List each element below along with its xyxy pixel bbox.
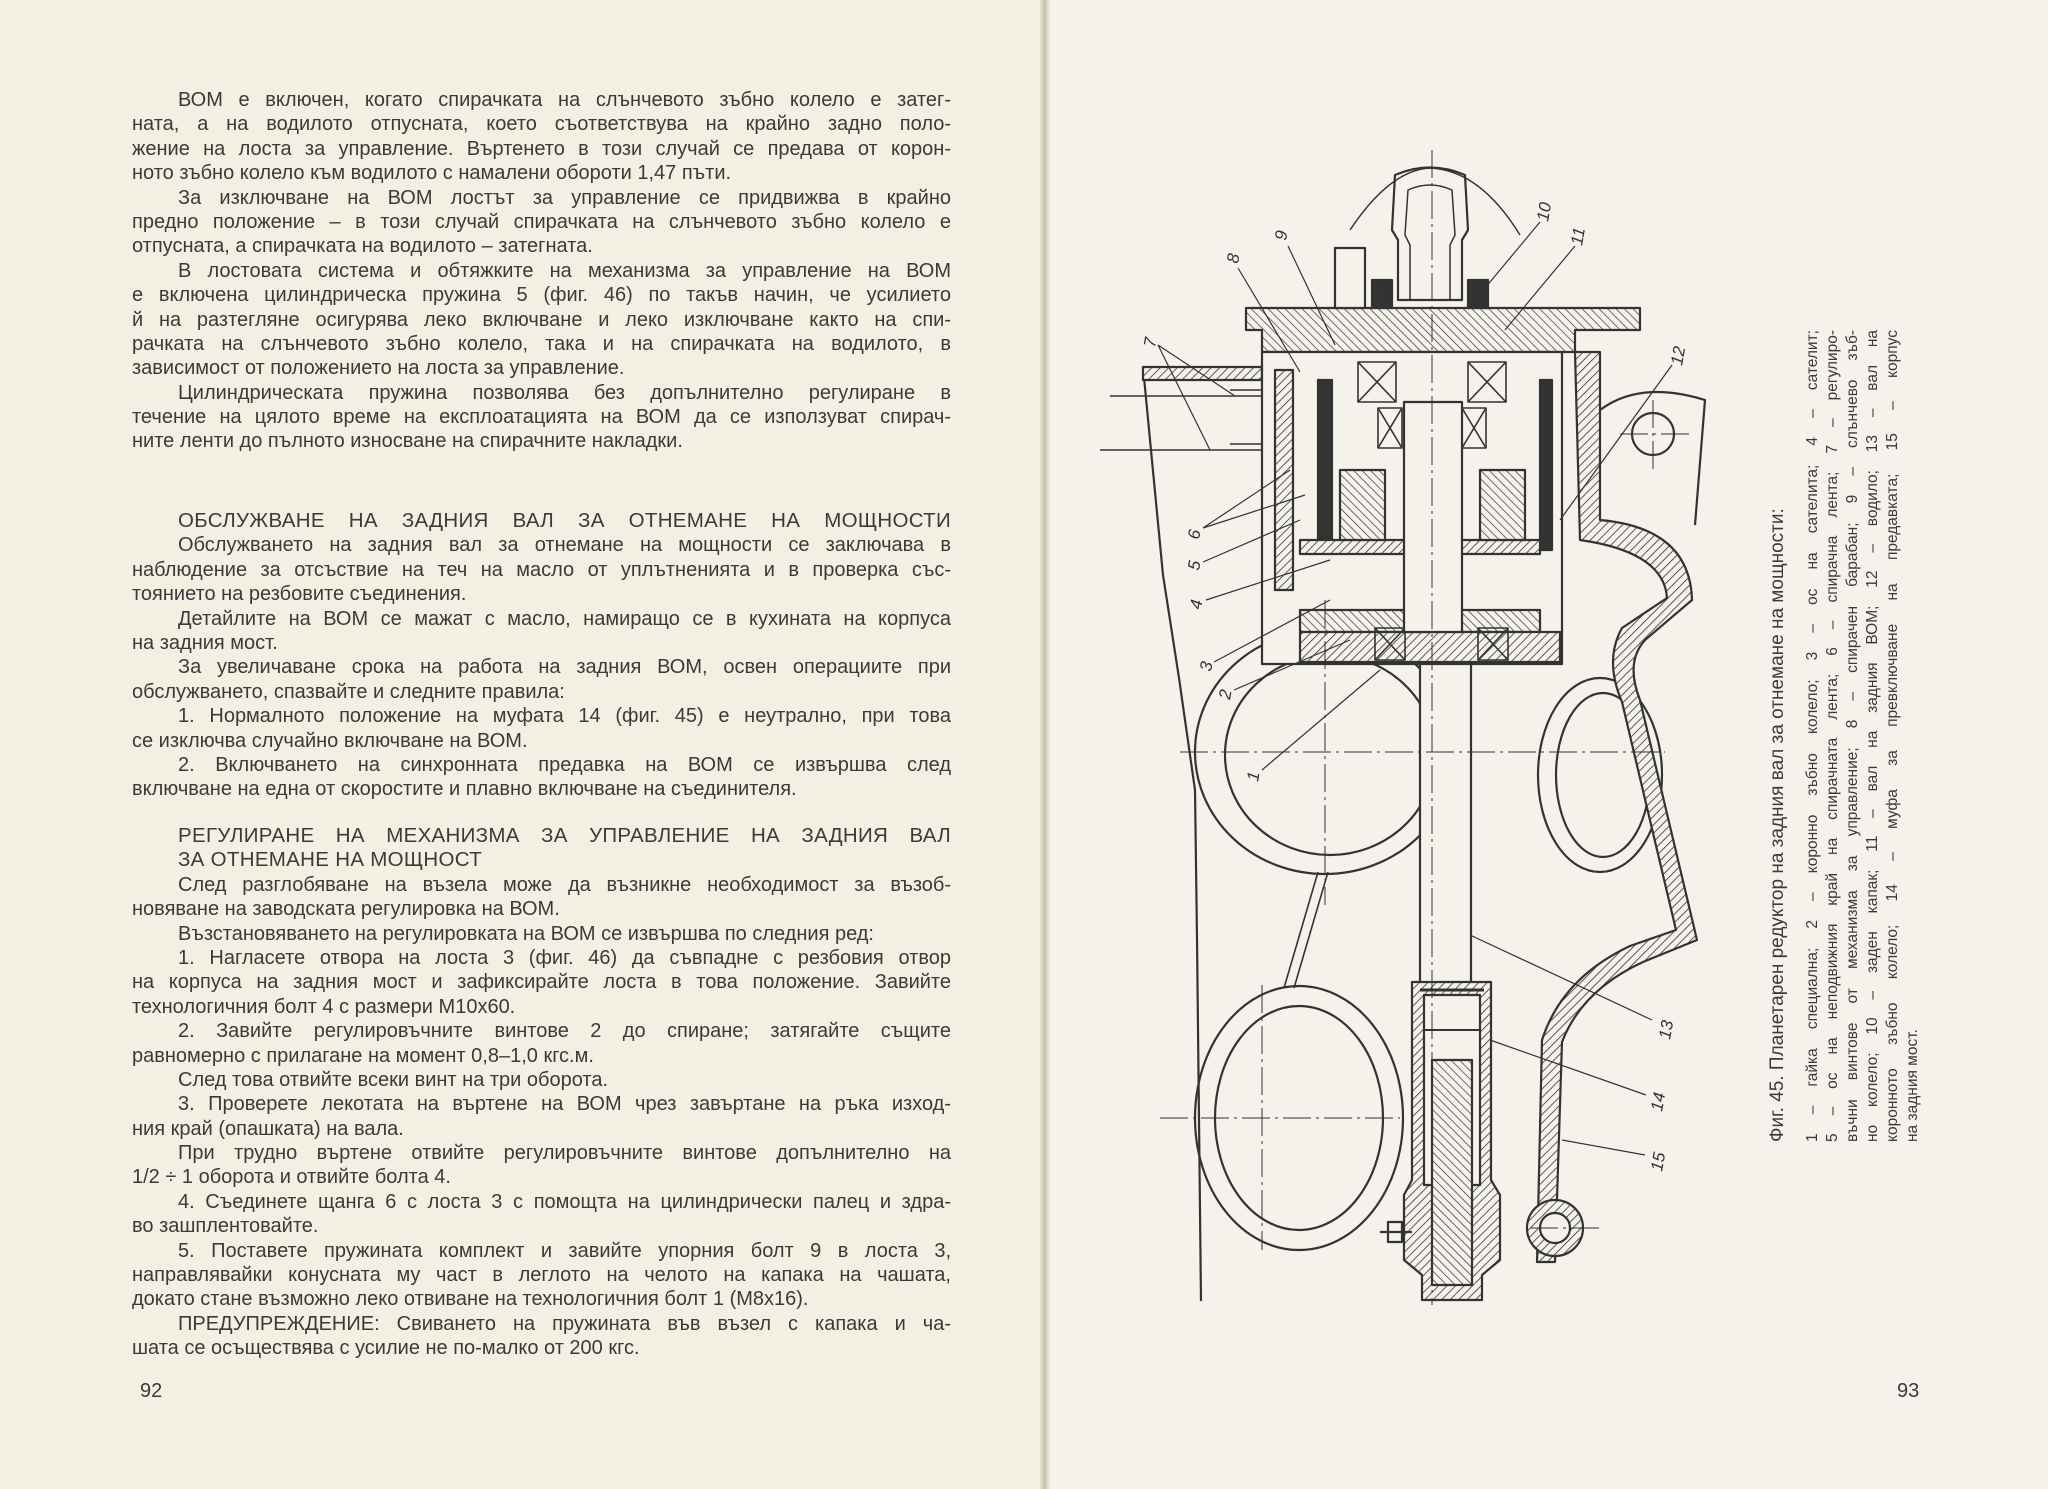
housing-right-wall xyxy=(1535,350,1699,1264)
paragraph-line: ния край (опашката) на вала. xyxy=(132,1117,404,1140)
figure-label-11: 11 xyxy=(1567,226,1589,247)
paragraph-line: предно положение – в този случай спирачк… xyxy=(132,210,951,233)
paragraph-line: технологичния болт 4 с размери М10х60. xyxy=(132,995,516,1018)
section-heading: ОБСЛУЖВАНЕ НА ЗАДНИЯ ВАЛ ЗА ОТНЕМАНЕ НА … xyxy=(178,509,951,532)
paragraph-line: докато стане възможно леко отвиване на т… xyxy=(132,1288,809,1311)
housing-left-outline xyxy=(1141,366,1203,1302)
leader-lines xyxy=(1157,221,1673,1156)
section-adjust: РЕГУЛИРАНЕ НА МЕХАНИЗМА ЗА УПРАВЛЕНИЕ НА… xyxy=(132,824,951,1361)
paragraph-line: ПРЕДУПРЕЖДЕНИЕ: Свиването на пружината в… xyxy=(178,1312,951,1335)
paragraph-line: обслужването, спазвайте и следните прави… xyxy=(132,680,565,703)
paragraph-line: наблюдение за отсъствие на теч на масло … xyxy=(132,558,951,581)
shift-coupling-housing xyxy=(1380,980,1502,1302)
paragraph-line: 1/2 ÷ 1 оборота и отвийте болта 4. xyxy=(132,1166,451,1189)
paragraph-line: Възстановяването на регулировката на ВОМ… xyxy=(178,922,874,945)
section-heading: ЗА ОТНЕМАНЕ НА МОЩНОСТ xyxy=(178,848,483,872)
paragraph-line: течение на цялото време на експлоатацият… xyxy=(132,406,951,429)
page-number-left: 92 xyxy=(140,1380,163,1402)
output-shaft-cap xyxy=(1390,166,1470,302)
figure-label-6: 6 xyxy=(1184,528,1204,541)
paragraph-line: 1. Нормалното положение на муфата 14 (фи… xyxy=(178,705,951,728)
paragraph-line: ното зъбно колело към водилото с намален… xyxy=(132,162,732,185)
ring-gear-shaft xyxy=(1402,400,1464,634)
paragraph-line: След разглобяване на възела може да възн… xyxy=(178,873,951,896)
housing-right-boss xyxy=(1599,390,1707,526)
housing-top-flange xyxy=(1141,365,1264,382)
figure-label-12: 12 xyxy=(1667,344,1689,366)
paragraph-line: отпусната, а спирачката на водилото – за… xyxy=(132,235,593,258)
figure-label-9: 9 xyxy=(1271,229,1291,242)
paragraph-line: равномерно с прилагане на момент 0,8–1,0… xyxy=(132,1044,594,1067)
figure-labels: 1 2 3 4 5 6 7 8 9 10 11 12 13 14 15 xyxy=(1140,200,1689,1172)
figure-label-5: 5 xyxy=(1184,559,1204,572)
caption-line: 5 – ос на неподвижния край на спирачната… xyxy=(1824,330,1841,1142)
paragraph-line: жение на лоста за управление. Въртенето … xyxy=(132,137,951,160)
paragraph-line: на корпуса на задния мост и зафиксирайте… xyxy=(132,971,951,994)
figure-label-2: 2 xyxy=(1215,688,1236,702)
book-gutter xyxy=(1040,0,1050,1489)
paragraph-line: ните ленти до пълното износване на спира… xyxy=(132,430,683,453)
paragraph-line: на задния мост. xyxy=(132,631,278,654)
paragraph-line: 5. Поставете пружината комплект и завийт… xyxy=(178,1239,951,1262)
paragraph-line: ната, а на водилото отпусната, което съо… xyxy=(132,113,951,136)
paragraph-line: Обслужването на задния вал за отнемане н… xyxy=(178,534,951,557)
paragraph-line: се изключва случайно включване на ВОМ. xyxy=(132,729,528,752)
section-intro: ВОМ е включен, когато спирачката на слън… xyxy=(132,88,951,454)
caption-line: коронното зъбно колело; 14 – муфа за пре… xyxy=(1884,330,1901,1142)
paragraph-line: 2. Завийте регулировъчните винтове 2 до … xyxy=(178,1020,951,1043)
rear-cover-flange xyxy=(1244,306,1642,354)
paragraph-line: тоянието на резбовите съединения. xyxy=(132,583,467,606)
caption-line: но колело; 10 – заден капак; 11 – вал на… xyxy=(1864,330,1881,1142)
caption-line: въчни винтове от механизма за управление… xyxy=(1844,330,1861,1142)
section-service: ОБСЛУЖВАНЕ НА ЗАДНИЯ ВАЛ ЗА ОТНЕМАНЕ НА … xyxy=(132,509,951,802)
paragraph-line: во зашплентовайте. xyxy=(132,1215,319,1238)
paragraph-line: При трудно въртене отвийте регулировъчни… xyxy=(178,1142,951,1165)
figure-label-8: 8 xyxy=(1223,252,1243,265)
figure-label-13: 13 xyxy=(1655,1018,1677,1040)
paragraph-line: Детайлите на ВОМ се мажат с масло, намир… xyxy=(178,607,951,630)
paragraph-line: За увеличаване срока на работа на задния… xyxy=(178,656,951,679)
paragraph-line: 1. Нагласете отвора на лоста 3 (фиг. 46)… xyxy=(178,946,951,969)
figure-caption: Фиг. 45. Планетарен редуктор на задния в… xyxy=(1765,330,1923,1142)
figure-caption-legend: 1 – гайка специална; 2 – коронно зъбно к… xyxy=(1803,330,1923,1142)
paragraph-line: новяване на заводската регулировка на ВО… xyxy=(132,898,560,921)
paragraph-line: зависимост от положението на лоста за уп… xyxy=(132,357,625,380)
paragraph-line: ВОМ е включен, когато спирачката на слън… xyxy=(178,89,951,111)
adjusting-screws xyxy=(1100,389,1262,451)
figure-label-4: 4 xyxy=(1186,598,1206,611)
paragraph-line: 2. Включването на синхронната предавка н… xyxy=(178,753,951,776)
paragraph-line: 4. Съединете щанга 6 с лоста 3 с помощта… xyxy=(178,1190,951,1213)
paragraph-line: Цилиндрическата пружина позволява без до… xyxy=(178,381,951,404)
paragraph-line: рачката на слънчевото зъбно колело, така… xyxy=(132,332,951,355)
left-page: ВОМ е включен, когато спирачката на слън… xyxy=(132,88,951,1402)
figure-label-3: 3 xyxy=(1196,660,1216,673)
figure-label-10: 10 xyxy=(1533,200,1555,222)
bearings xyxy=(1357,361,1509,661)
paragraph-line: й на разтегляне осигурява леко включване… xyxy=(132,308,951,331)
paragraph-line: За изключване на ВОМ лостът за управлени… xyxy=(178,186,951,209)
paragraph-line: 3. Проверете лекотата на въртене на ВОМ … xyxy=(178,1093,951,1116)
paragraph-line: е включена цилиндрическа пружина 5 (фиг.… xyxy=(132,284,951,307)
figure-label-1: 1 xyxy=(1243,770,1263,783)
paragraph-line: включване на една от скоростите и плавно… xyxy=(132,778,797,801)
caption-line: 1 – гайка специална; 2 – коронно зъбно к… xyxy=(1804,330,1821,1142)
figure-caption-title: Фиг. 45. Планетарен редуктор на задния в… xyxy=(1767,508,1788,1142)
figure-label-7: 7 xyxy=(1140,336,1160,349)
paragraph-line: шата се осъществява с усилие не по-малко… xyxy=(132,1337,640,1360)
paragraph-line: направлявайки конусната му част в леглот… xyxy=(132,1264,951,1287)
page-number-right: 93 xyxy=(1897,1380,1920,1402)
caption-line: на задния мост. xyxy=(1904,1029,1921,1142)
figure-label-14: 14 xyxy=(1647,1091,1669,1113)
paragraph-line: В лостовата система и обтяжките на механ… xyxy=(178,259,951,282)
figure-label-15: 15 xyxy=(1647,1150,1669,1172)
section-heading: РЕГУЛИРАНЕ НА МЕХАНИЗМА ЗА УПРАВЛЕНИЕ НА… xyxy=(178,824,951,847)
paragraph-line: След това отвийте всеки винт на три обор… xyxy=(178,1068,609,1091)
